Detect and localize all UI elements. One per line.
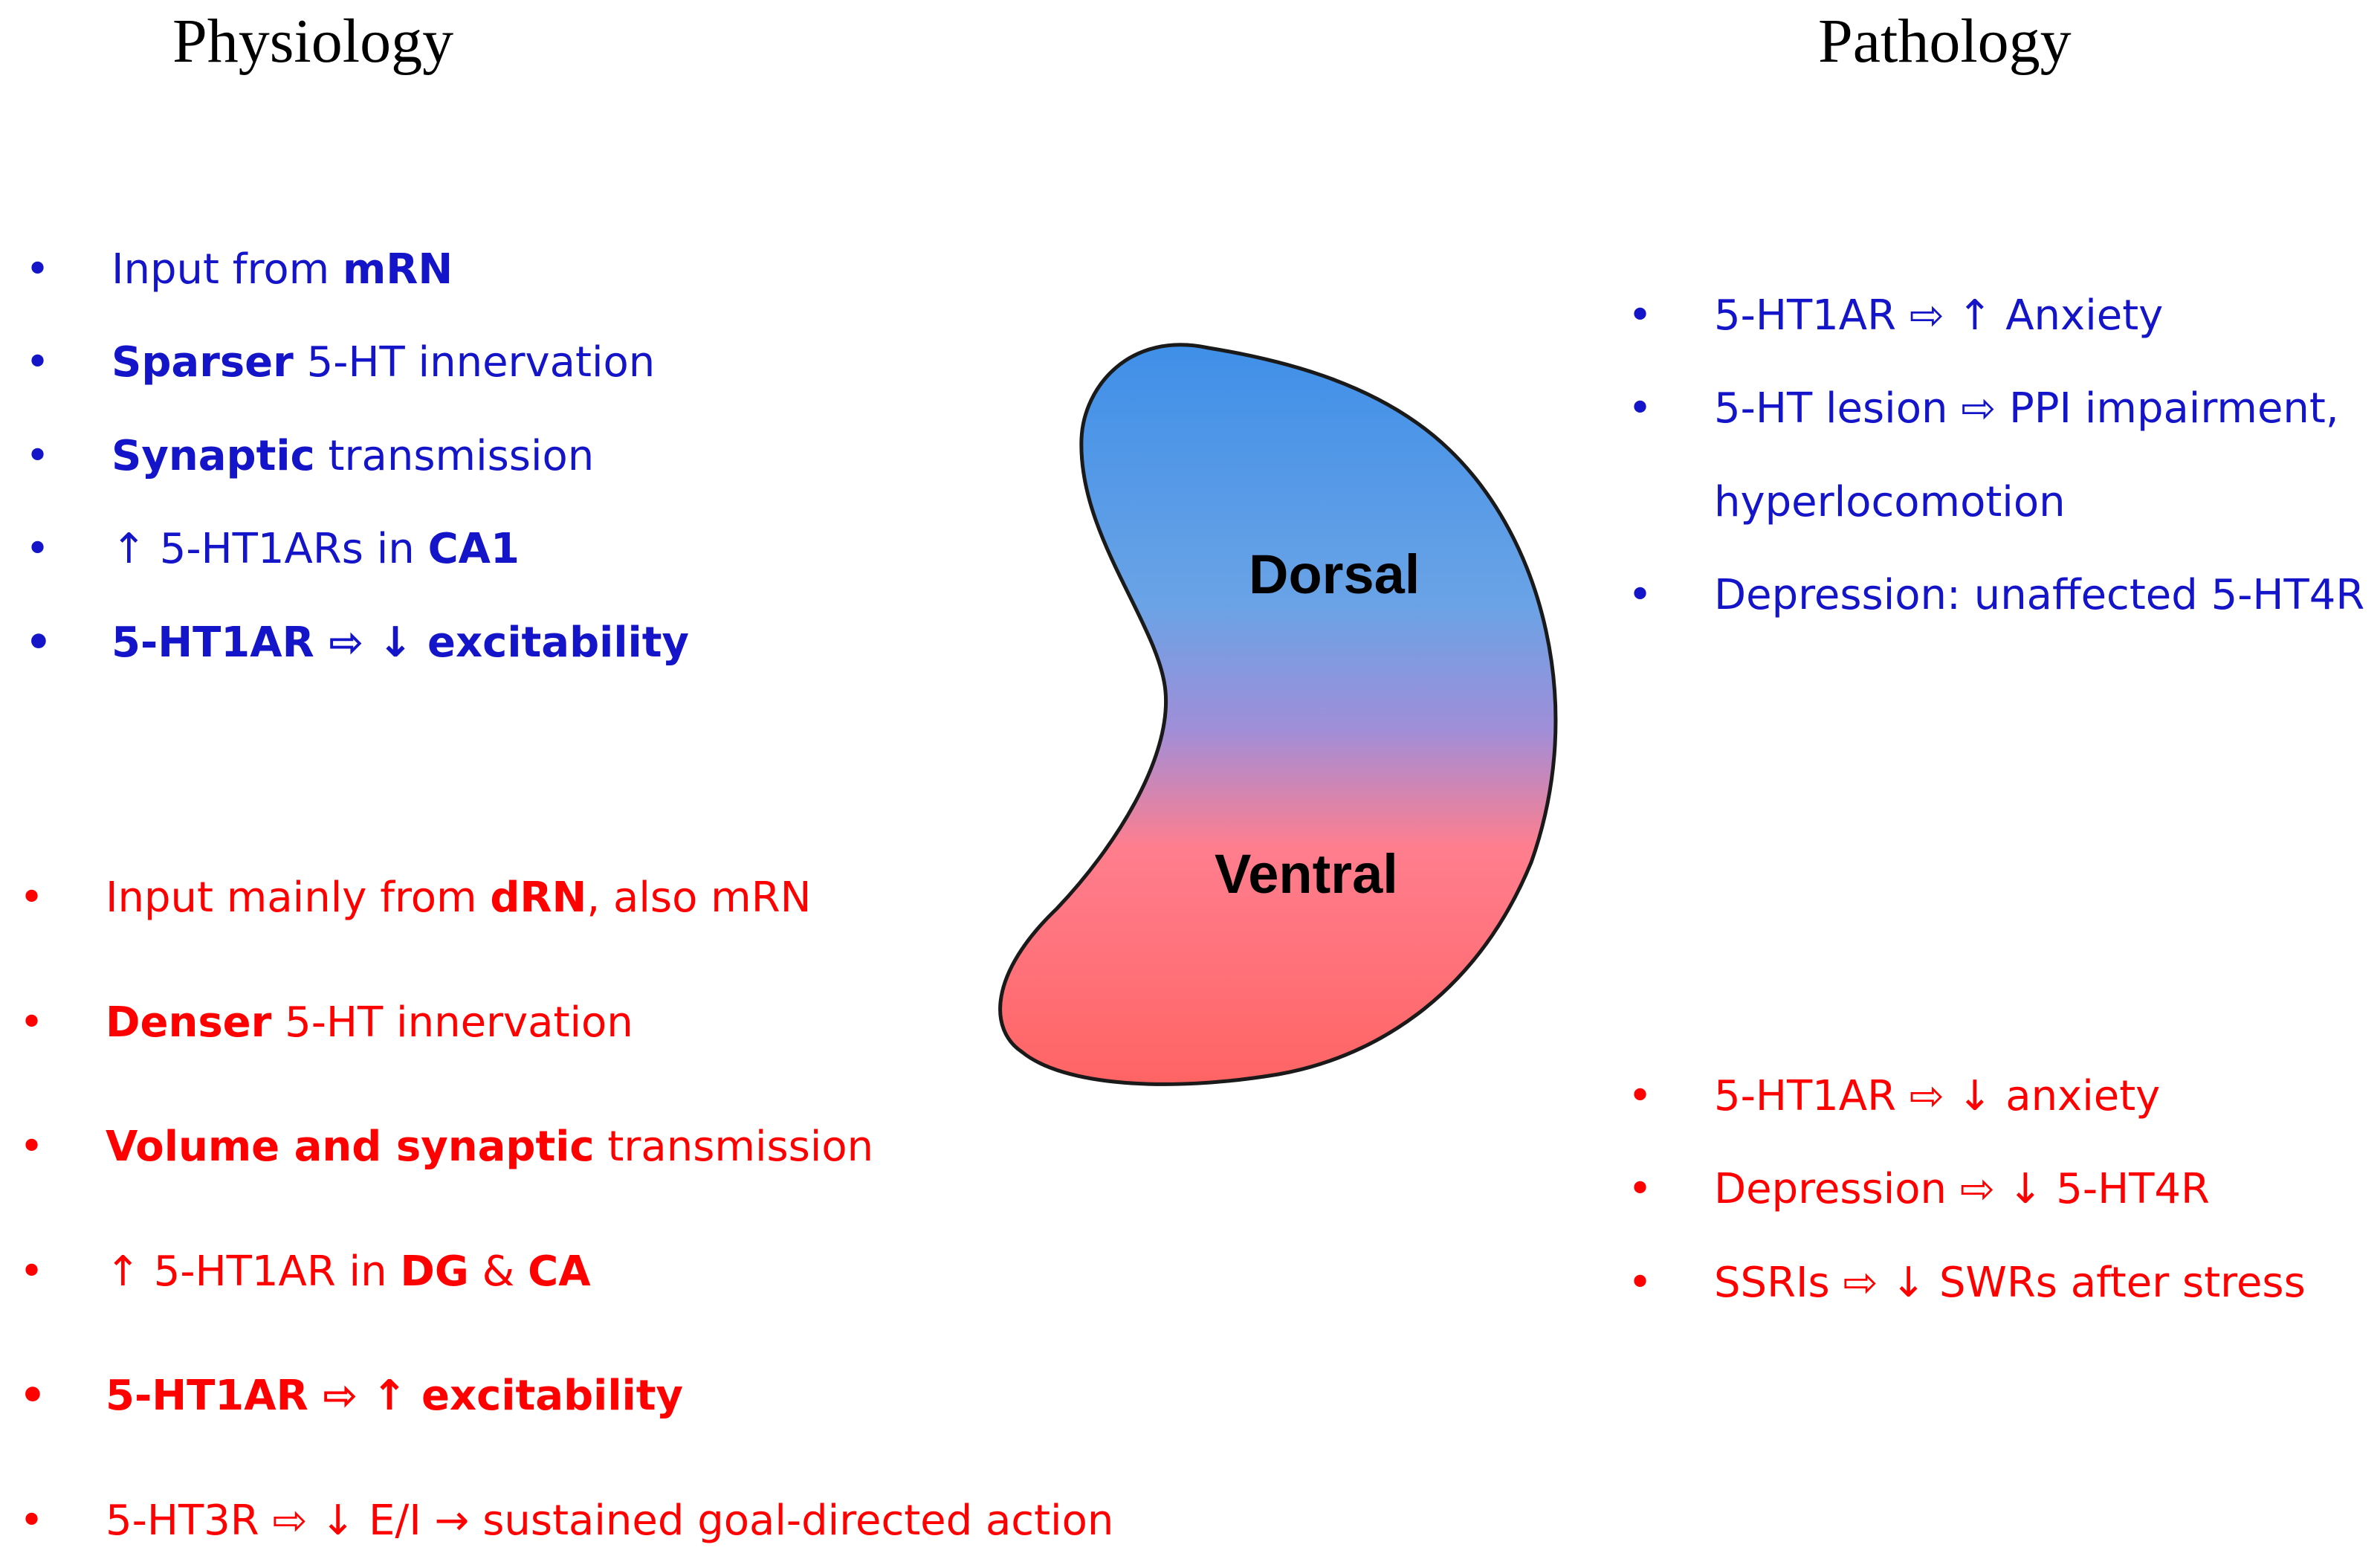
bullet: • — [25, 245, 51, 294]
item-text: , also mRN — [586, 874, 812, 922]
item-text: 5-HT1AR ⇨ ↑ Anxiety — [1714, 291, 2164, 340]
list-item: • 5-HT1AR ⇨ ↓ excitability — [25, 619, 690, 667]
bullet: • — [25, 525, 51, 573]
bullet: • — [25, 338, 51, 387]
list-item: • Synaptic transmission — [25, 432, 595, 480]
item-text: 5-HT1AR ⇨ ↓ anxiety — [1714, 1072, 2161, 1120]
bullet: • — [19, 1123, 45, 1171]
item-text: transmission — [594, 1123, 874, 1171]
list-item: • SSRIs ⇨ ↓ SWRs after stress — [1628, 1259, 2306, 1307]
bullet: • — [19, 1247, 45, 1296]
item-text: Depression ⇨ ↓ 5-HT4R — [1714, 1165, 2210, 1213]
list-item: • 5-HT3R ⇨ ↓ E/I → sustained goal-direct… — [19, 1497, 1114, 1545]
list-item: • ↑ 5-HT1ARs in CA1 — [25, 525, 520, 573]
item-text-bold: 5-HT1AR ⇨ ↓ excitability — [111, 619, 690, 667]
bullet: • — [1628, 384, 1653, 433]
item-text: 5-HT innervation — [293, 338, 656, 387]
pathology-heading: Pathology — [1818, 7, 2072, 76]
item-text: ↑ 5-HT1AR in — [106, 1247, 401, 1296]
item-text: ↑ 5-HT1ARs in — [111, 525, 428, 573]
item-text-bold: Denser — [106, 998, 272, 1047]
item-text: 5-HT3R ⇨ ↓ E/I → sustained goal-directed… — [106, 1497, 1114, 1545]
list-item: • Volume and synaptic transmission — [19, 1123, 874, 1171]
bullet: • — [1628, 291, 1653, 340]
bullet: • — [25, 432, 51, 480]
item-text: 5-HT lesion ⇨ PPI impairment, — [1714, 384, 2339, 433]
item-text: Input from — [111, 245, 343, 294]
list-item: • Depression: unaffected 5-HT4R — [1628, 571, 2365, 619]
bullet: • — [19, 998, 45, 1047]
item-text: hyperlocomotion — [1714, 478, 2066, 526]
list-item-continuation: hyperlocomotion — [1714, 478, 2066, 526]
physiology-heading: Physiology — [172, 7, 454, 76]
item-text: Input mainly from — [106, 874, 491, 922]
item-text-bold: Sparser — [111, 338, 294, 387]
list-item: • 5-HT1AR ⇨ ↑ Anxiety — [1628, 291, 2164, 340]
item-text: Depression: unaffected 5-HT4R — [1714, 571, 2365, 619]
bullet: • — [1628, 571, 1653, 619]
list-item: • 5-HT lesion ⇨ PPI impairment, — [1628, 384, 2339, 433]
list-item: • Input from mRN — [25, 245, 453, 294]
list-item: • 5-HT1AR ⇨ ↑ excitability — [19, 1372, 684, 1420]
bullet: • — [19, 1372, 46, 1420]
item-text-bold: Synaptic — [111, 432, 315, 480]
item-text: SSRIs ⇨ ↓ SWRs after stress — [1714, 1259, 2306, 1307]
list-item: • Input mainly from dRN, also mRN — [19, 874, 812, 922]
list-item: • ↑ 5-HT1AR in DG & CA — [19, 1247, 591, 1296]
item-text-bold: mRN — [342, 245, 453, 294]
bullet: • — [1628, 1072, 1653, 1120]
item-text-bold: CA1 — [427, 525, 520, 573]
bullet: • — [19, 874, 45, 922]
list-item: • Sparser 5-HT innervation — [25, 338, 656, 387]
list-item: • Denser 5-HT innervation — [19, 998, 633, 1047]
bullet: • — [19, 1497, 45, 1545]
item-text-bold: DG — [400, 1247, 469, 1296]
bullet: • — [1628, 1259, 1653, 1307]
item-text-bold: dRN — [490, 874, 587, 922]
item-text: & — [468, 1247, 528, 1296]
ventral-label: Ventral — [1215, 843, 1398, 905]
list-item: • 5-HT1AR ⇨ ↓ anxiety — [1628, 1072, 2161, 1120]
item-text-bold: Volume and synaptic — [106, 1123, 595, 1171]
item-text-bold: 5-HT1AR ⇨ ↑ excitability — [106, 1372, 684, 1420]
item-text-bold: CA — [528, 1247, 591, 1296]
list-item: • Depression ⇨ ↓ 5-HT4R — [1628, 1165, 2210, 1213]
hippocampus-outline — [998, 343, 1558, 1086]
bullet: • — [25, 619, 52, 667]
item-text: 5-HT innervation — [271, 998, 633, 1047]
dorsal-label: Dorsal — [1249, 543, 1420, 605]
item-text: transmission — [314, 432, 595, 480]
bullet: • — [1628, 1165, 1653, 1213]
